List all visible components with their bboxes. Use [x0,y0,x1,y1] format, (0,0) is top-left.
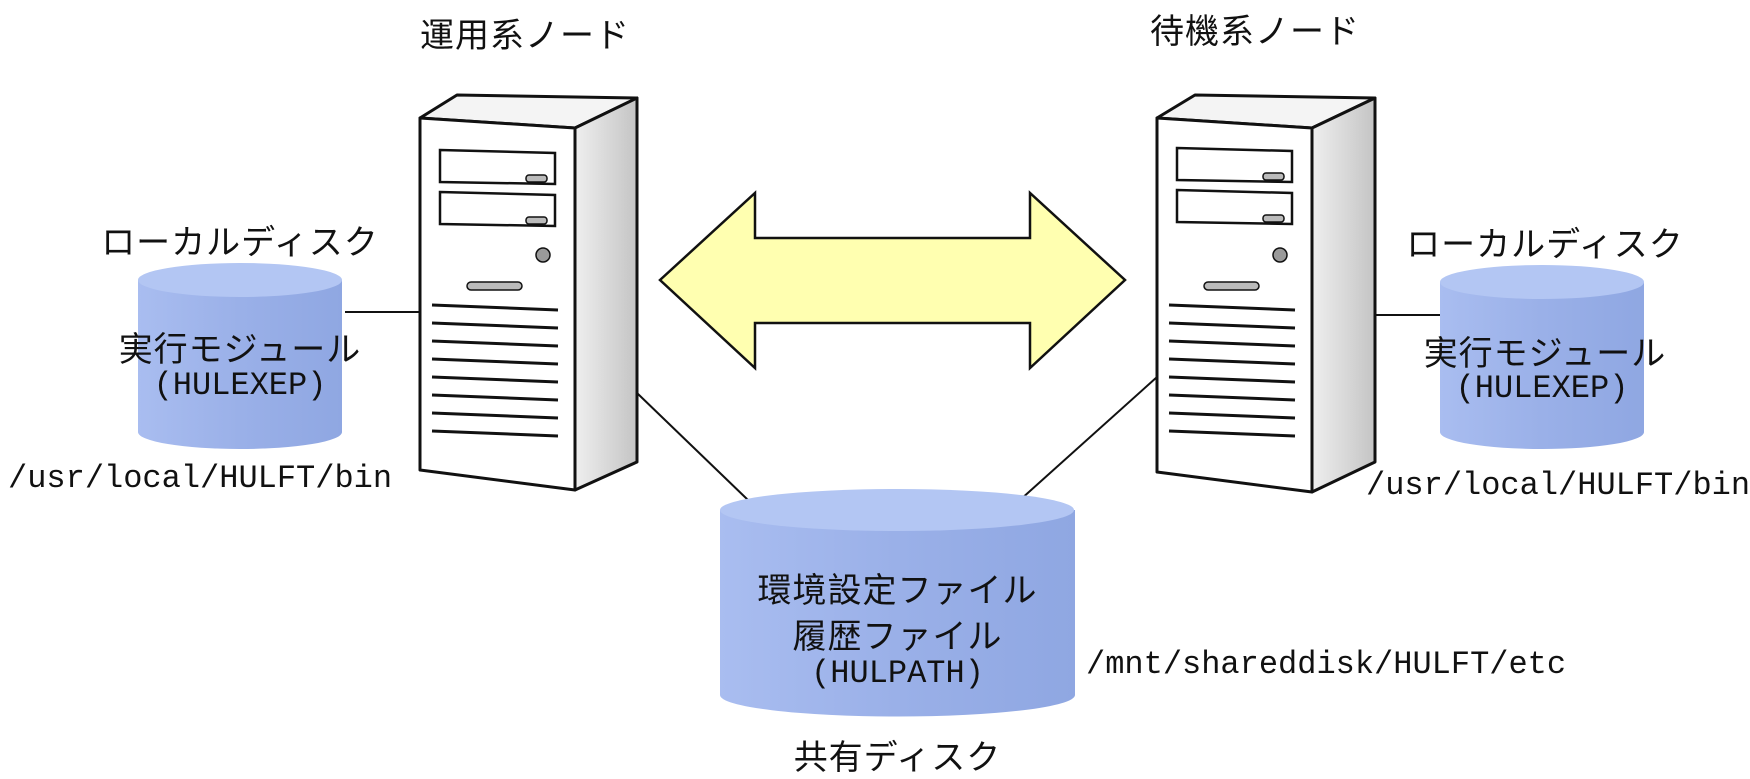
standby-shared-disk-connector [1019,376,1158,501]
shared-disk-hulpath: (HULPATH) [811,655,984,692]
shared-disk-config-file: 環境設定ファイル [757,571,1038,611]
primary-server-icon [418,93,639,492]
primary-shared-disk-connector [636,392,749,501]
standby-local-disk-icon [1440,265,1644,449]
standby-local-disk-path: /usr/local/HULFT/bin [1366,467,1750,504]
standby-local-disk-module: 実行モジュール [1423,334,1667,374]
shared-disk-label: 共有ディスク [793,738,1002,778]
primary-local-disk-module-name: (HULEXEP) [153,367,327,404]
standby-node-title: 待機系ノード [1150,12,1360,52]
primary-local-disk-label: ローカルディスク [101,223,379,263]
double-arrow-icon [658,190,1127,371]
standby-server-icon [1155,93,1377,494]
shared-disk-history-file: 履歴ファイル [792,617,1003,657]
standby-local-disk-label: ローカルディスク [1406,225,1684,265]
shared-disk-path: /mnt/shareddisk/HULFT/etc [1086,646,1567,683]
primary-local-disk-path: /usr/local/HULFT/bin [8,460,393,497]
standby-local-disk-module-name: (HULEXEP) [1455,370,1629,407]
shared-disk-icon [719,489,1075,717]
primary-local-disk-icon [138,263,342,449]
primary-local-disk-module: 実行モジュール [118,330,362,370]
primary-node-title: 運用系ノード [420,16,630,56]
